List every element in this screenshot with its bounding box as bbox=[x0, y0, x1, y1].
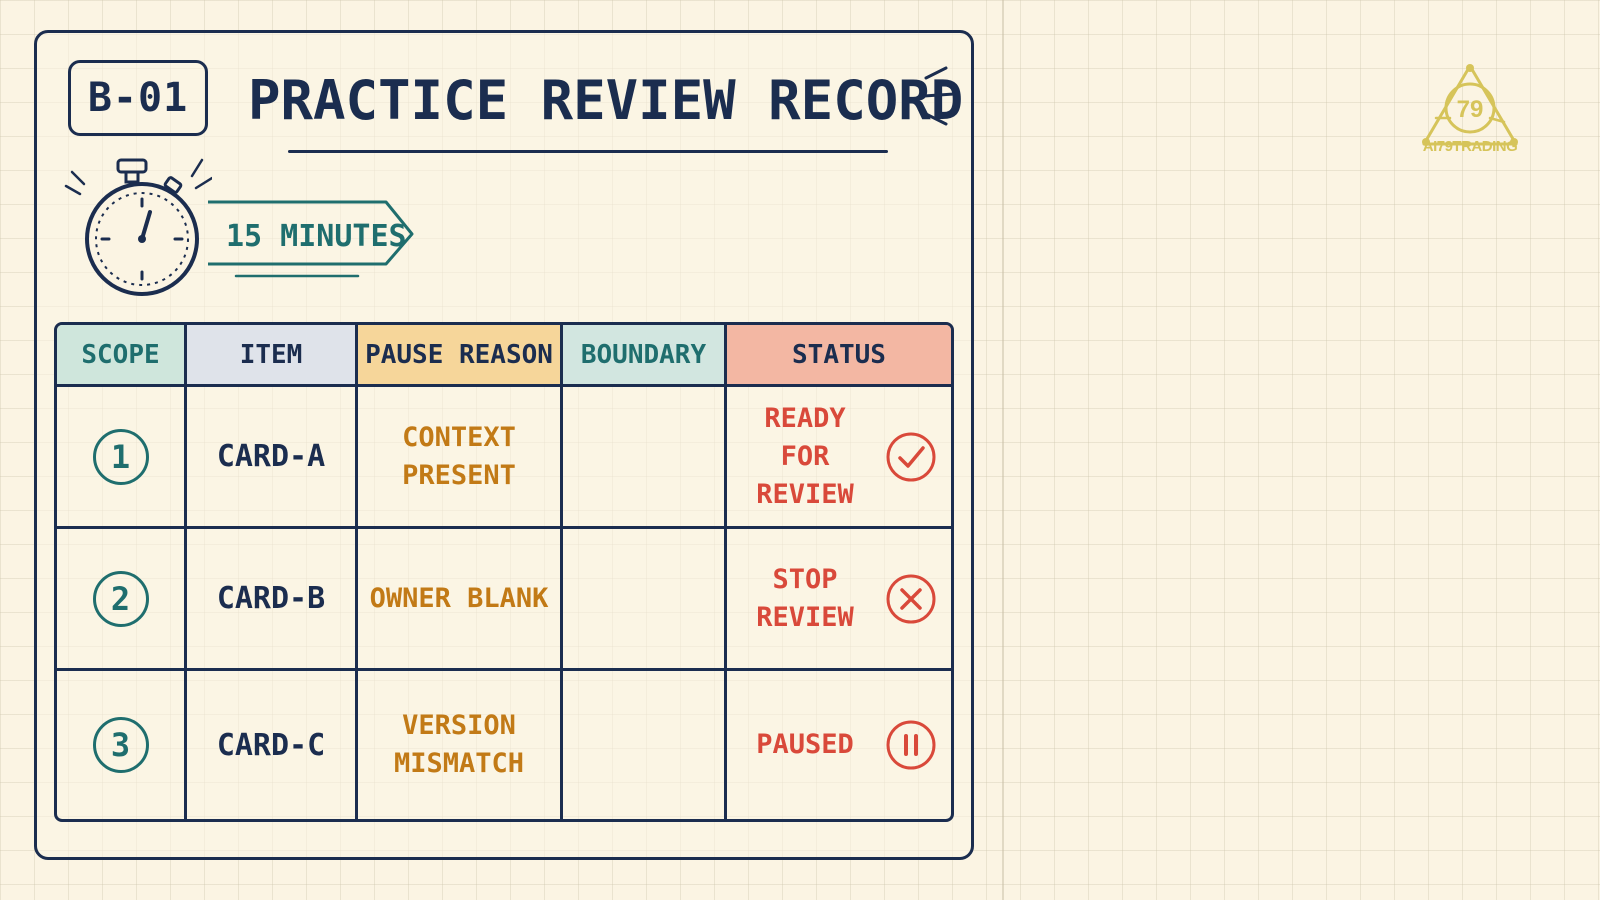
stopwatch-icon bbox=[64, 158, 212, 296]
scope-cell: 2 bbox=[57, 529, 187, 668]
page-title: PRACTICE REVIEW RECORD bbox=[248, 68, 964, 132]
item-cell: CARD-A bbox=[187, 387, 358, 526]
record-card bbox=[34, 30, 974, 860]
pause-reason-cell: CONTEXT PRESENT bbox=[358, 387, 563, 526]
scope-number-badge: 1 bbox=[92, 428, 149, 485]
review-table: SCOPE ITEM PAUSE REASON BOUNDARY STATUS … bbox=[54, 322, 954, 822]
status-cell: STOP REVIEW bbox=[727, 529, 951, 668]
boundary-cell bbox=[563, 387, 727, 526]
header-status: STATUS bbox=[727, 325, 951, 384]
page-fold-divider bbox=[1002, 0, 1004, 900]
status-text: PAUSED bbox=[756, 729, 854, 760]
status-cell: PAUSED bbox=[727, 671, 951, 819]
table-header-row: SCOPE ITEM PAUSE REASON BOUNDARY STATUS bbox=[57, 325, 951, 387]
record-id-badge: B-01 bbox=[68, 60, 208, 136]
emphasis-marks-icon bbox=[922, 66, 956, 126]
table-row: 2 CARD-B OWNER BLANK STOP REVIEW bbox=[57, 529, 951, 671]
header-pause-reason: PAUSE REASON bbox=[358, 325, 563, 384]
pause-reason-cell: OWNER BLANK bbox=[358, 529, 563, 668]
table-row: 3 CARD-C VERSION MISMATCH PAUSED bbox=[57, 671, 951, 819]
scope-number-badge: 2 bbox=[92, 570, 149, 627]
header-boundary: BOUNDARY bbox=[563, 325, 727, 384]
timer-label: 15 MINUTES bbox=[226, 218, 407, 254]
header-scope: SCOPE bbox=[57, 325, 187, 384]
pause-reason-text: OWNER BLANK bbox=[369, 582, 549, 614]
boundary-cell bbox=[563, 529, 727, 668]
scope-cell: 3 bbox=[57, 671, 187, 819]
logo-glyph: 79 bbox=[1457, 96, 1484, 123]
item-cell: CARD-B bbox=[187, 529, 358, 668]
item-label: CARD-B bbox=[216, 581, 326, 616]
item-label: CARD-A bbox=[216, 439, 326, 474]
pause-reason-cell: VERSION MISMATCH bbox=[358, 671, 563, 819]
status-cell: READY FOR REVIEW bbox=[727, 387, 951, 526]
scope-number-badge: 3 bbox=[92, 717, 149, 773]
check-icon bbox=[886, 432, 936, 481]
status-text: READY FOR REVIEW bbox=[756, 402, 854, 510]
pause-reason-text: CONTEXT PRESENT bbox=[402, 421, 516, 491]
timer-arrow-banner bbox=[208, 200, 414, 278]
boundary-cell bbox=[563, 671, 727, 819]
ai79trading-logo-icon: 79 bbox=[1422, 64, 1518, 146]
table-row: 1 CARD-A CONTEXT PRESENT READY FOR REVIE… bbox=[57, 387, 951, 529]
item-label: CARD-C bbox=[216, 727, 326, 763]
item-cell: CARD-C bbox=[187, 671, 358, 819]
x-icon bbox=[886, 574, 936, 623]
header-item: ITEM bbox=[187, 325, 358, 384]
logo-wordmark: AI79TRADING bbox=[1422, 138, 1518, 155]
pause-icon bbox=[886, 720, 936, 770]
scope-cell: 1 bbox=[57, 387, 187, 526]
status-text: STOP REVIEW bbox=[756, 563, 854, 633]
pause-reason-text: VERSION MISMATCH bbox=[393, 710, 525, 779]
title-underline bbox=[288, 150, 888, 153]
